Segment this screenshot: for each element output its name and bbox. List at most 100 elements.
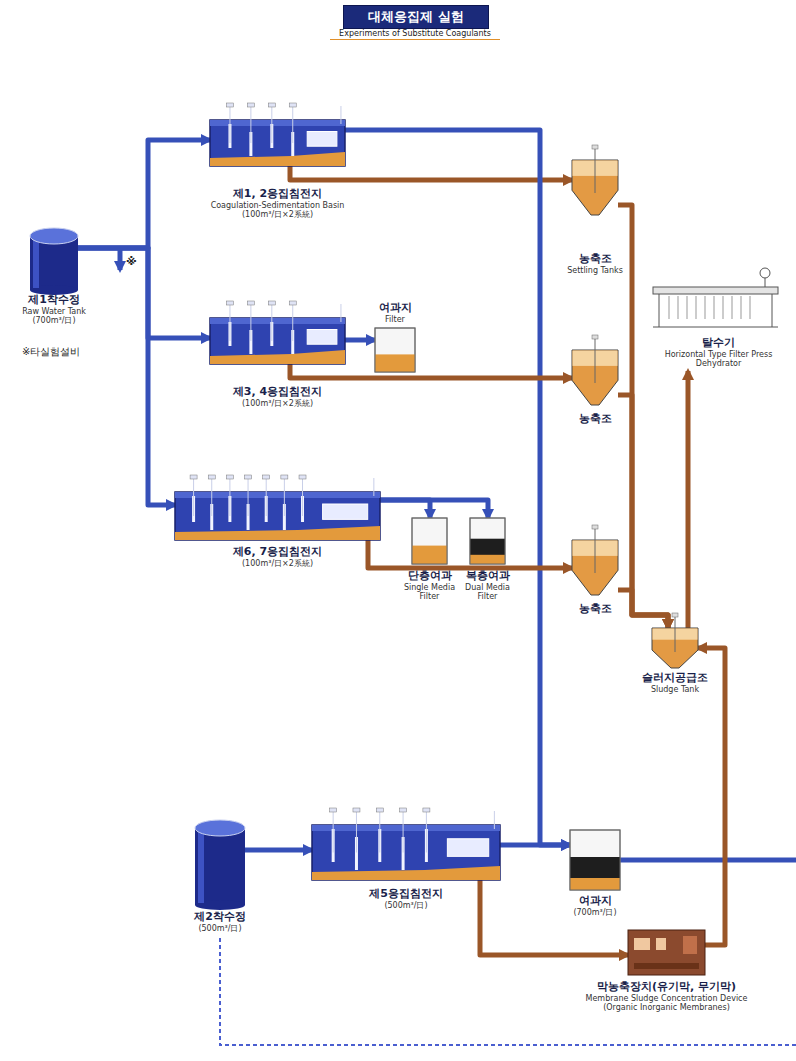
node-subtitle: (100m³/日×2系統): [193, 210, 363, 219]
note: ※타실험설비: [22, 345, 80, 359]
label-group: 제3, 4응집침전지(100m³/日×2系統): [193, 386, 363, 408]
branch-pipe: [118, 248, 123, 270]
sludge-pipe: [698, 648, 725, 945]
equipment-node: 복층여과Dual Media Filter: [470, 518, 505, 564]
note: ※: [126, 255, 137, 268]
equipment-node: 탈수기Horizontal Type Filter Press Dehydrat…: [645, 265, 792, 371]
node-title: 제2착수정: [180, 911, 260, 924]
sludge-pipe: [480, 880, 628, 955]
water-pipe: [380, 500, 488, 518]
node-title: 제6, 7응집침전지: [188, 546, 368, 559]
label-group: 농축조: [565, 603, 625, 616]
node-title: 농축조: [565, 413, 625, 426]
node-subtitle: Dual Media Filter: [461, 583, 515, 601]
water-pipe: [78, 248, 175, 505]
label-group: 제1, 2응집침전지Coagulation-Sedimentation Basi…: [193, 188, 363, 219]
node-title: 탈수기: [645, 337, 792, 350]
equipment-node: 여과지(700m³/日): [570, 830, 620, 890]
filter-illustration: [412, 518, 447, 564]
water-pipe: [78, 140, 210, 248]
equipment-node: 단층여과Single Media Filter: [412, 518, 447, 564]
equipment-node: 제6, 7응집침전지(100m³/日×2系統): [175, 492, 380, 540]
node-title: 농축조: [565, 603, 625, 616]
equipment-node: 여과지Filter: [375, 328, 415, 372]
label-group: 탈수기Horizontal Type Filter Press Dehydrat…: [645, 337, 792, 371]
sludge-pipe: [290, 166, 572, 180]
node-subtitle: (500m³/日): [346, 901, 466, 910]
filterDark-illustration: [470, 518, 505, 564]
node-subtitle: (700m³/日): [555, 908, 635, 917]
node-subtitle: Membrane Sludge Concentration Device: [567, 994, 767, 1003]
node-subtitle: (100m³/日×2系統): [193, 399, 363, 408]
label-group: 여과지(700m³/日): [555, 895, 635, 917]
sludge-pipe: [618, 395, 668, 628]
equipment-node: 농축조: [572, 540, 618, 595]
equipment-node: 슬러지공급조Sludge Tank: [652, 628, 698, 668]
label-group: 제2착수정(500m³/日): [180, 911, 260, 933]
dehyd-illustration: [645, 265, 792, 337]
node-title: 여과지: [555, 895, 635, 908]
node-title: 제3, 4응집침전지: [193, 386, 363, 399]
node-title: 여과지: [365, 302, 425, 315]
water-pipe: [78, 248, 210, 338]
node-subtitle: Horizontal Type Filter Press Dehydrator: [645, 350, 792, 368]
equipment-node: 제2착수정(500m³/日): [195, 820, 245, 905]
node-subtitle: (700m³/日): [9, 316, 99, 325]
tank-illustration: [195, 820, 245, 905]
label-group: 단층여과Single Media Filter: [403, 570, 457, 601]
filterDark-illustration: [570, 830, 620, 890]
label-group: 슬러지공급조Sludge Tank: [625, 672, 725, 694]
equipment-node: 막농축장치(유기막, 무기막)Membrane Sludge Concentra…: [628, 930, 705, 975]
thick-illustration: [572, 350, 618, 405]
node-title: 복층여과: [461, 570, 515, 583]
node-subtitle: (100m³/日×2系統): [188, 559, 368, 568]
equipment-node: 제5응집침전지(500m³/日): [312, 825, 500, 880]
equipment-node: 농축조: [572, 350, 618, 405]
node-title: 제5응집침전지: [346, 888, 466, 901]
sludge-pipe: [618, 205, 668, 628]
equipment-node: 제1, 2응집침전지Coagulation-Sedimentation Basi…: [210, 120, 345, 166]
water-pipe: [345, 130, 570, 845]
node-title: 농축조: [555, 253, 635, 266]
label-group: 농축조Settling Tanks: [555, 253, 635, 275]
node-subtitle: Filter: [365, 315, 425, 324]
node-title: 제1, 2응집침전지: [193, 188, 363, 201]
basin-illustration: [210, 120, 345, 166]
outlet-pipe: [620, 858, 796, 863]
label-group: 제6, 7응집침전지(100m³/日×2系統): [188, 546, 368, 568]
tank-illustration: [30, 228, 78, 290]
thick-illustration: [572, 540, 618, 595]
water-pipe: [380, 500, 430, 518]
label-group: 농축조: [565, 413, 625, 426]
node-title: 단층여과: [403, 570, 457, 583]
label-group: 복층여과Dual Media Filter: [461, 570, 515, 601]
sludge-pipe: [686, 371, 691, 628]
water-pipe: [345, 338, 375, 343]
thick-illustration: [652, 628, 698, 668]
label-group: 막농축장치(유기막, 무기막)Membrane Sludge Concentra…: [567, 981, 767, 1012]
node-subtitle: Sludge Tank: [625, 685, 725, 694]
label-group: 여과지Filter: [365, 302, 425, 324]
sludge-pipe: [618, 590, 668, 628]
water-pipe: [245, 848, 312, 853]
node-subtitle: (Organic Inorganic Membranes): [567, 1003, 767, 1012]
node-subtitle: Single Media Filter: [403, 583, 457, 601]
subtitle: Experiments of Substitute Coagulants: [330, 29, 500, 40]
title-band: 대체응집제 실험: [343, 5, 489, 29]
equipment-node: 제3, 4응집침전지(100m³/日×2系統): [210, 318, 345, 364]
node-subtitle: Coagulation-Sedimentation Basin: [193, 201, 363, 210]
node-subtitle: Settling Tanks: [555, 266, 635, 275]
thick-illustration: [572, 160, 618, 215]
node-subtitle: (500m³/日): [180, 924, 260, 933]
node-title: 제1착수정: [9, 294, 99, 307]
node-title: 막농축장치(유기막, 무기막): [567, 981, 767, 994]
equipment-node: 농축조Settling Tanks: [572, 160, 618, 215]
label-group: 제5응집침전지(500m³/日): [346, 888, 466, 910]
node-subtitle: Raw Water Tank: [9, 307, 99, 316]
membrane-illustration: [628, 930, 705, 975]
basin-illustration: [312, 825, 500, 880]
equipment-node: 제1착수정Raw Water Tank(700m³/日): [30, 228, 78, 290]
basin-illustration: [175, 492, 380, 540]
water-pipe: [500, 843, 570, 848]
label-group: 제1착수정Raw Water Tank(700m³/日): [9, 294, 99, 325]
